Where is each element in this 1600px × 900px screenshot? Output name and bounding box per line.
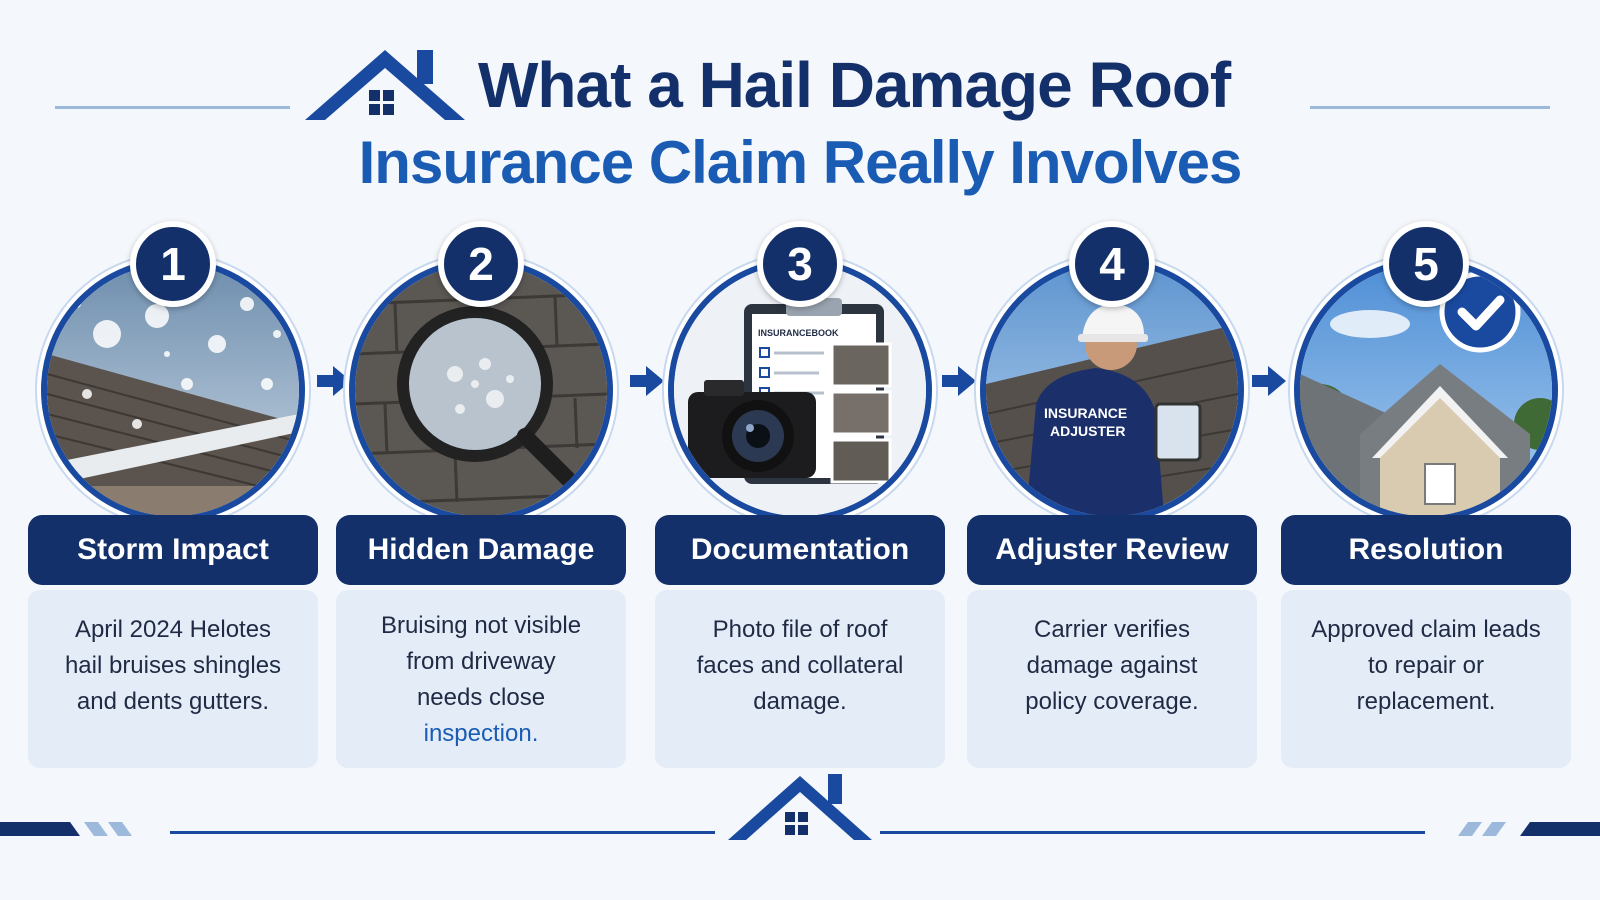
- step-description-line: faces and collateral: [696, 652, 904, 679]
- step-description-line: damage against: [1026, 652, 1198, 679]
- page-title-line-1: What a Hail Damage Roof: [478, 49, 1231, 121]
- step-description-line: inspection.: [423, 720, 539, 747]
- step-description-line: damage.: [753, 688, 847, 715]
- arrow-right-icon: [1252, 366, 1286, 396]
- arrow-right-icon: [317, 366, 351, 396]
- step-description-line: and dents gutters.: [76, 688, 270, 715]
- step-description-line: replacement.: [1356, 688, 1496, 715]
- step-number-badge: 5: [1383, 221, 1469, 307]
- step-description-line: Carrier verifies: [1033, 616, 1191, 643]
- house-icon: [305, 50, 465, 120]
- step-title: Documentation: [655, 515, 945, 585]
- step-description: Approved claim leads to repair or replac…: [1281, 590, 1571, 768]
- step-description: Photo file of roof faces and collateral …: [655, 590, 945, 768]
- step-description-line: policy coverage.: [1025, 688, 1199, 715]
- step-title: Storm Impact: [28, 515, 318, 585]
- step-description-line: from driveway: [406, 648, 556, 675]
- step-description: April 2024 Helotes hail bruises shingles…: [28, 590, 318, 768]
- footer-stripes-right: [1458, 822, 1600, 836]
- insurance-adjuster-icon: INSURANCE ADJUSTER: [980, 258, 1244, 522]
- step-title: Resolution: [1281, 515, 1571, 585]
- step-number-badge: 3: [757, 221, 843, 307]
- step-description: Carrier verifies damage against policy c…: [967, 590, 1257, 768]
- step-number-badge: 4: [1069, 221, 1155, 307]
- step-description-line: to repair or: [1367, 652, 1485, 679]
- jacket-label-insurance: INSURANCE: [1044, 405, 1127, 421]
- step-card-resolution: 5 Resolution Approved claim leads to rep…: [1281, 215, 1571, 770]
- step-description-line: April 2024 Helotes: [74, 616, 272, 643]
- step-card-hidden-damage: 2 Hidden Damage Bruising not visible fro…: [336, 215, 626, 770]
- step-number-badge: 2: [438, 221, 524, 307]
- step-card-adjuster-review: INSURANCE ADJUSTER 4 Adjuster Review Car…: [967, 215, 1257, 770]
- arrow-right-icon: [630, 366, 664, 396]
- step-title: Adjuster Review: [967, 515, 1257, 585]
- step-title: Hidden Damage: [336, 515, 626, 585]
- step-description: Bruising not visible from driveway needs…: [336, 590, 626, 768]
- header-divider-right: [1310, 106, 1550, 109]
- step-description-line: needs close: [416, 684, 546, 711]
- clipboard-heading: INSURANCEBOOK: [758, 328, 839, 338]
- step-card-storm-impact: 1 Storm Impact April 2024 Helotes hail b…: [28, 215, 318, 770]
- page-title-line-2: Insurance Claim Really Involves: [358, 129, 1243, 196]
- step-number-badge: 1: [130, 221, 216, 307]
- jacket-label-adjuster: ADJUSTER: [1050, 423, 1125, 439]
- arrow-right-icon: [942, 366, 976, 396]
- step-description-line: Bruising not visible: [380, 612, 582, 639]
- house-icon: [728, 774, 872, 840]
- step-card-documentation: INSURANCEBOOK 3 Doc: [655, 215, 945, 770]
- step-description-line: Approved claim leads: [1311, 616, 1541, 643]
- footer-divider-left: [170, 831, 715, 834]
- footer-stripes-left: [0, 822, 132, 836]
- step-description-line: Photo file of roof: [712, 616, 888, 643]
- step-description-line: hail bruises shingles: [64, 652, 282, 679]
- footer-divider-right: [880, 831, 1425, 834]
- header-divider-left: [55, 106, 290, 109]
